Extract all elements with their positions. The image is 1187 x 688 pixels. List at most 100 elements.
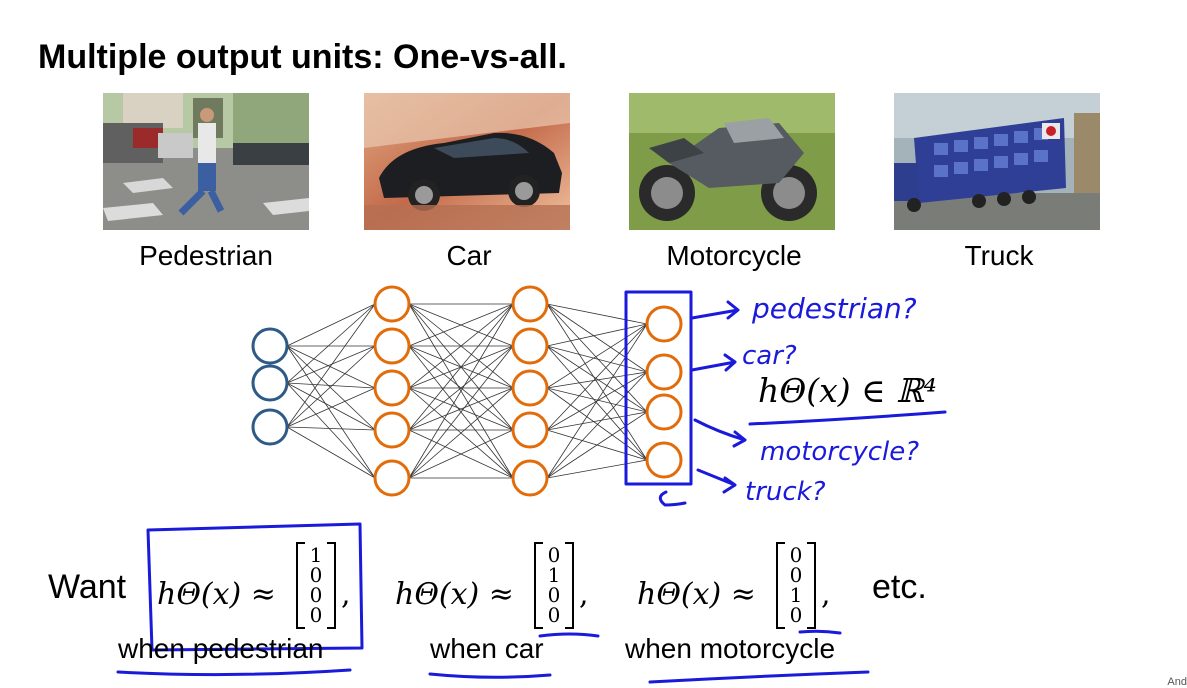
hand-arrow-car: [690, 353, 737, 372]
hidden1-node: [373, 327, 411, 365]
network-edge: [286, 303, 376, 384]
network-edge: [408, 387, 514, 431]
vector-entry: 1: [310, 543, 323, 567]
motorcycle-vector-underline: [798, 629, 842, 635]
want-label: Want: [48, 568, 127, 606]
network-edges: [286, 303, 648, 479]
network-edge: [546, 303, 648, 461]
network-edge: [408, 345, 514, 479]
input-node: [251, 327, 289, 365]
network-edge: [546, 459, 648, 479]
bracket-right: [565, 542, 574, 629]
hidden2-node: [511, 285, 549, 323]
network-edge: [546, 323, 648, 389]
pedestrian-photo: [103, 93, 309, 230]
network-edge: [546, 411, 648, 479]
caption-when-motorcycle: when motorcycle: [625, 633, 836, 664]
corner-text: And: [1167, 676, 1187, 688]
hand-arrow-output: [658, 490, 687, 507]
hypothesis-approx-1: hΘ(x) ≈: [395, 577, 514, 612]
vector-comma: ,: [821, 577, 831, 612]
vector-entry: 0: [310, 563, 323, 587]
hypothesis-approx-2: hΘ(x) ≈: [637, 577, 756, 612]
bracket-left: [296, 542, 305, 629]
network-edge: [286, 345, 376, 479]
input-node: [251, 364, 289, 402]
vector-entry: 0: [548, 583, 561, 607]
image-caption-motorcycle: Motorcycle: [666, 240, 802, 271]
output-layer-box: [624, 290, 693, 486]
vector-entry: 0: [548, 543, 561, 567]
vector-entry: 1: [548, 563, 561, 587]
vector-comma: ,: [579, 577, 589, 612]
network-nodes: [251, 285, 683, 497]
car-vector-underline: [538, 632, 600, 638]
hypothesis-approx-0: hΘ(x) ≈: [157, 577, 276, 612]
hidden1-node: [373, 459, 411, 497]
vector-entry: 0: [790, 563, 803, 587]
network-edge: [546, 323, 648, 431]
network-edge: [286, 387, 376, 428]
annotation-motorcycle: motorcycle?: [760, 437, 919, 467]
network-edge: [408, 345, 514, 431]
annotation-car: car?: [742, 341, 797, 371]
network-edge: [286, 382, 376, 431]
hidden2-node: [511, 411, 549, 449]
network-edge: [286, 382, 376, 389]
hypothesis-formula: hΘ(x) ∈ ℝ⁴: [758, 371, 937, 410]
car-photo: [364, 93, 570, 230]
network-edge: [546, 303, 648, 325]
underline-when-motorcycle: [648, 670, 870, 684]
bracket-right: [807, 542, 816, 629]
network-edge: [286, 345, 376, 428]
network-edge: [408, 387, 514, 479]
image-caption-truck: Truck: [964, 240, 1034, 271]
network-edge: [546, 303, 648, 413]
vector-comma: ,: [341, 577, 351, 612]
bracket-left: [534, 542, 543, 629]
vector-entry: 1: [790, 583, 803, 607]
network-edge: [286, 303, 376, 428]
hidden2-node: [511, 459, 549, 497]
network-edge: [546, 371, 648, 389]
network-edge: [408, 303, 514, 389]
network-edge: [408, 303, 514, 431]
network-edge: [546, 345, 648, 461]
network-edge: [408, 429, 514, 479]
vector-entry: 0: [548, 603, 561, 627]
output-node: [645, 305, 683, 343]
network-edge: [546, 371, 648, 479]
network-edge: [286, 426, 376, 431]
network-edge: [546, 345, 648, 413]
bracket-left: [776, 542, 785, 629]
hand-arrow-truck: [696, 468, 737, 494]
network-edge: [546, 387, 648, 461]
image-caption-pedestrian: Pedestrian: [139, 240, 273, 271]
network-edge: [408, 303, 514, 479]
vector-entry: 0: [310, 603, 323, 627]
hidden1-node: [373, 369, 411, 407]
image-caption-car: Car: [446, 240, 492, 271]
hidden1-node: [373, 411, 411, 449]
hidden1-node: [373, 285, 411, 323]
vector-entry: 0: [790, 603, 803, 627]
network-edge: [546, 303, 648, 373]
caption-when-pedestrian: when pedestrian: [118, 633, 324, 664]
annotation-pedestrian: pedestrian?: [751, 292, 917, 325]
underline-when-pedestrian: [116, 668, 352, 677]
caption-when-car: when car: [430, 633, 544, 664]
network-edge: [546, 323, 648, 347]
network-edge: [286, 345, 376, 384]
network-edge: [286, 303, 376, 347]
hypothesis-underline: [748, 410, 947, 426]
network-edge: [286, 345, 376, 389]
hidden2-node: [511, 327, 549, 365]
truck-photo: [894, 93, 1100, 230]
network-edge: [546, 387, 648, 413]
etc-label: etc.: [872, 568, 927, 606]
bracket-right: [327, 542, 336, 629]
hand-arrow-motorcycle: [693, 418, 747, 448]
network-edge: [546, 345, 648, 373]
